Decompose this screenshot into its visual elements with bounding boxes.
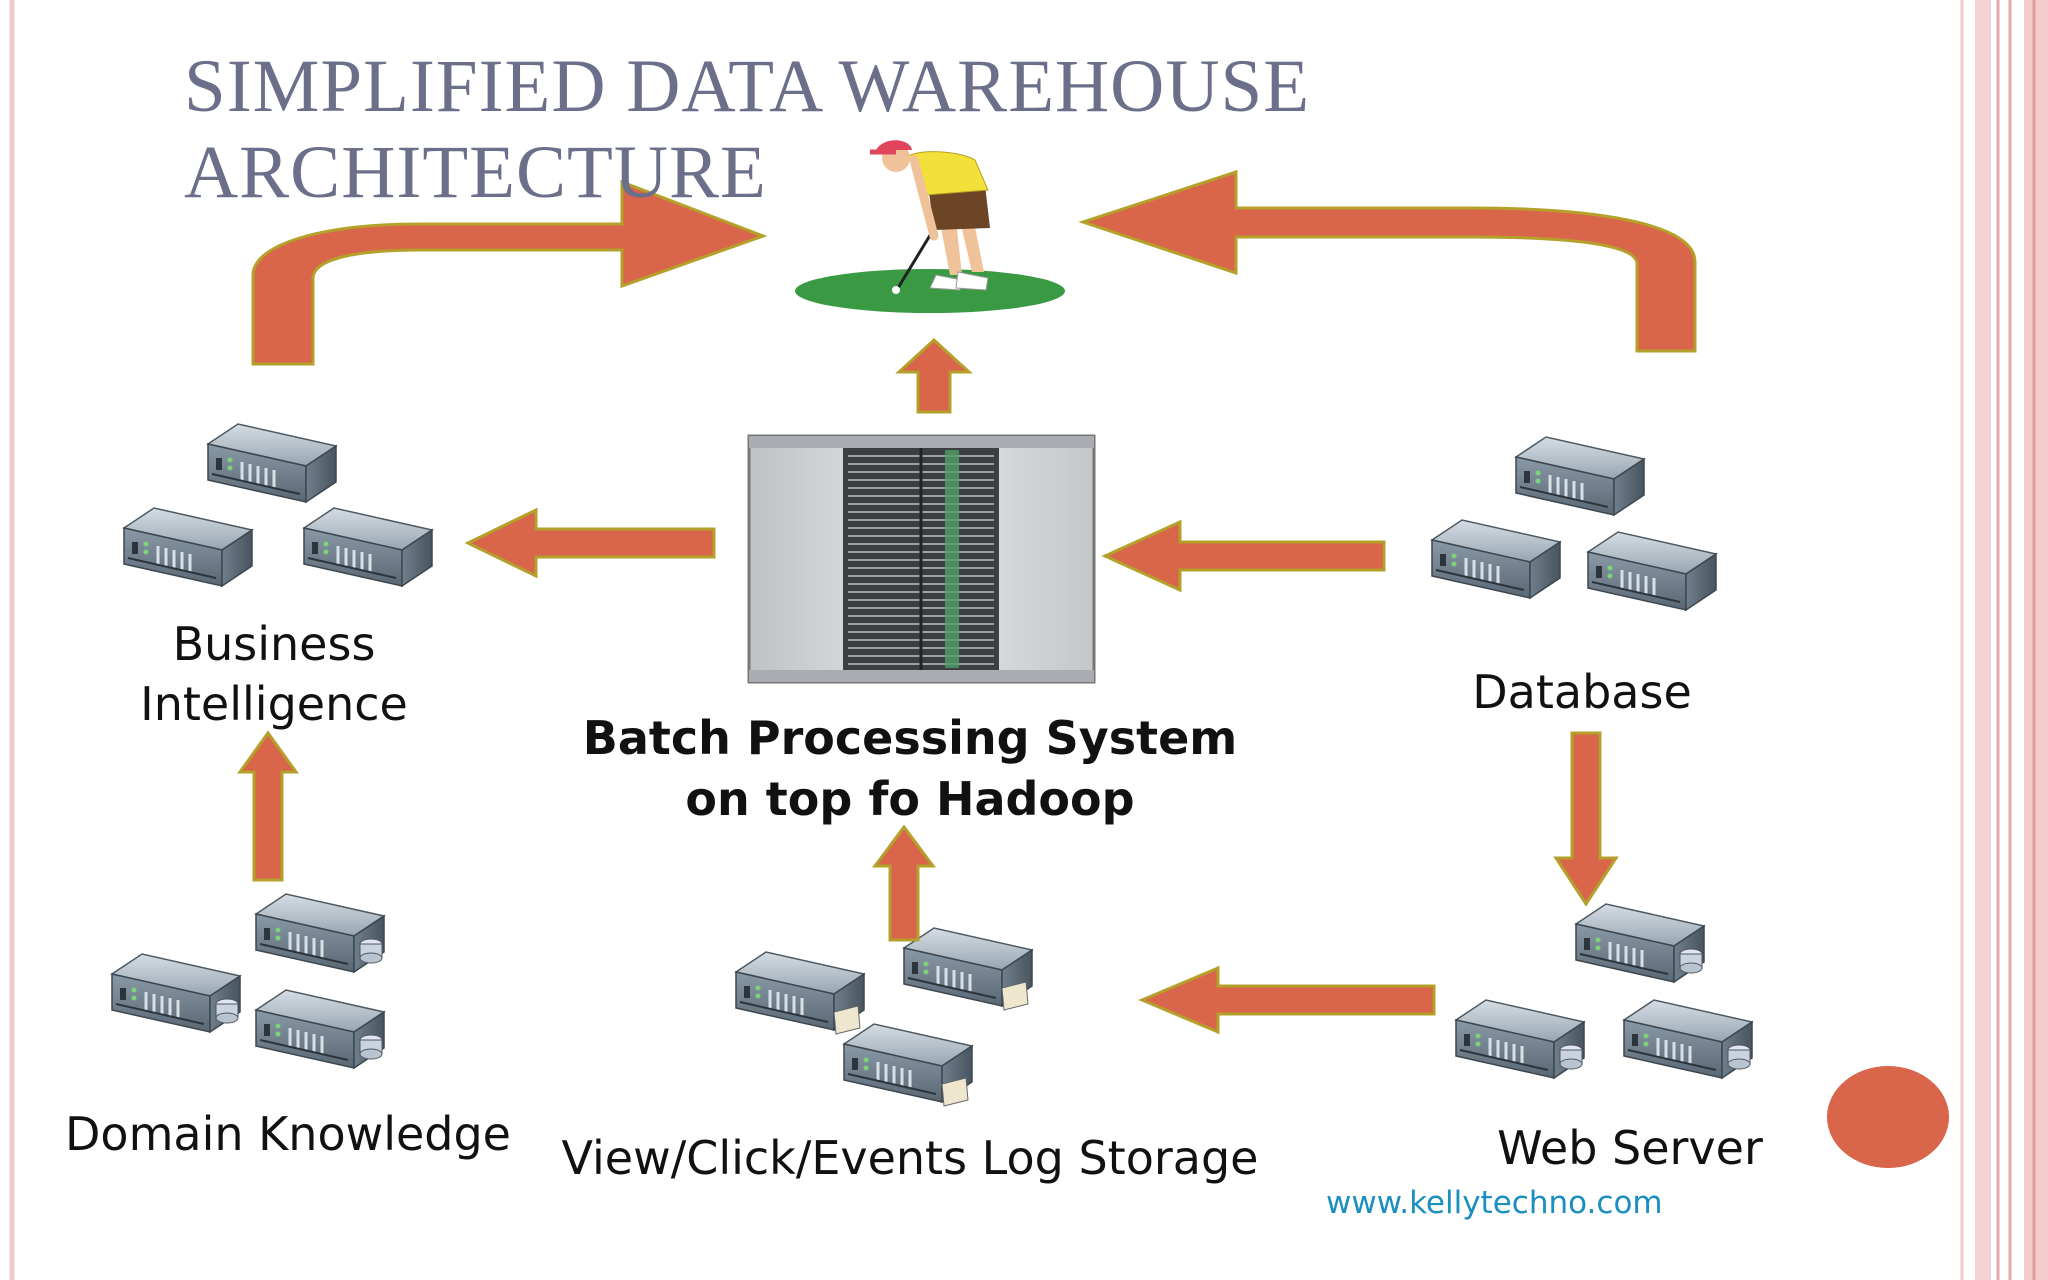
arrow-database-to-cluster (1101, 519, 1386, 593)
border-decoration (9, 0, 2048, 1280)
bi-label-line-1: Business (172, 617, 376, 671)
database-label: Database (1472, 665, 1692, 719)
domain-server-group (112, 894, 384, 1068)
batch-label-line-1: Batch Processing System (582, 711, 1238, 765)
bi-label-line-2: Intelligence (140, 677, 408, 731)
arrow-domain-to-bi (237, 730, 299, 882)
title-line-2: ARCHITECTURE (184, 131, 767, 214)
footer-url[interactable]: www.kellytechno.com (1326, 1185, 1663, 1221)
curved-arrow-to-goal-left (251, 179, 768, 366)
batch-processing-label: Batch Processing System on top fo Hadoop (580, 708, 1240, 830)
title-line-1: SIMPLIFIED DATA WAREHOUSE (184, 45, 1311, 128)
log-storage-label: View/Click/Events Log Storage (561, 1131, 1259, 1185)
domain-knowledge-label: Domain Knowledge (65, 1107, 511, 1161)
golfer-on-green-icon (795, 140, 1065, 313)
curved-arrow-to-goal-right (1078, 169, 1697, 353)
accent-circle (1827, 1066, 1949, 1168)
web-server-label: Web Server (1497, 1121, 1763, 1175)
arrow-webserver-to-logs (1138, 965, 1436, 1035)
batch-label-line-2: on top fo Hadoop (685, 772, 1135, 826)
web-server-group (1456, 904, 1752, 1078)
slide-title: SIMPLIFIED DATA WAREHOUSE ARCHITECTURE (184, 44, 1484, 216)
arrow-database-to-webserver (1553, 731, 1619, 907)
arrow-cluster-to-goal (895, 337, 973, 414)
log-server-group (736, 928, 1032, 1106)
database-server-group (1430, 435, 1718, 612)
arrow-logs-to-cluster (872, 824, 936, 942)
hadoop-cluster-icon (747, 434, 1096, 684)
arrow-cluster-to-bi (464, 507, 716, 579)
bi-server-group (122, 422, 434, 588)
business-intelligence-label: Business Intelligence (124, 614, 424, 734)
